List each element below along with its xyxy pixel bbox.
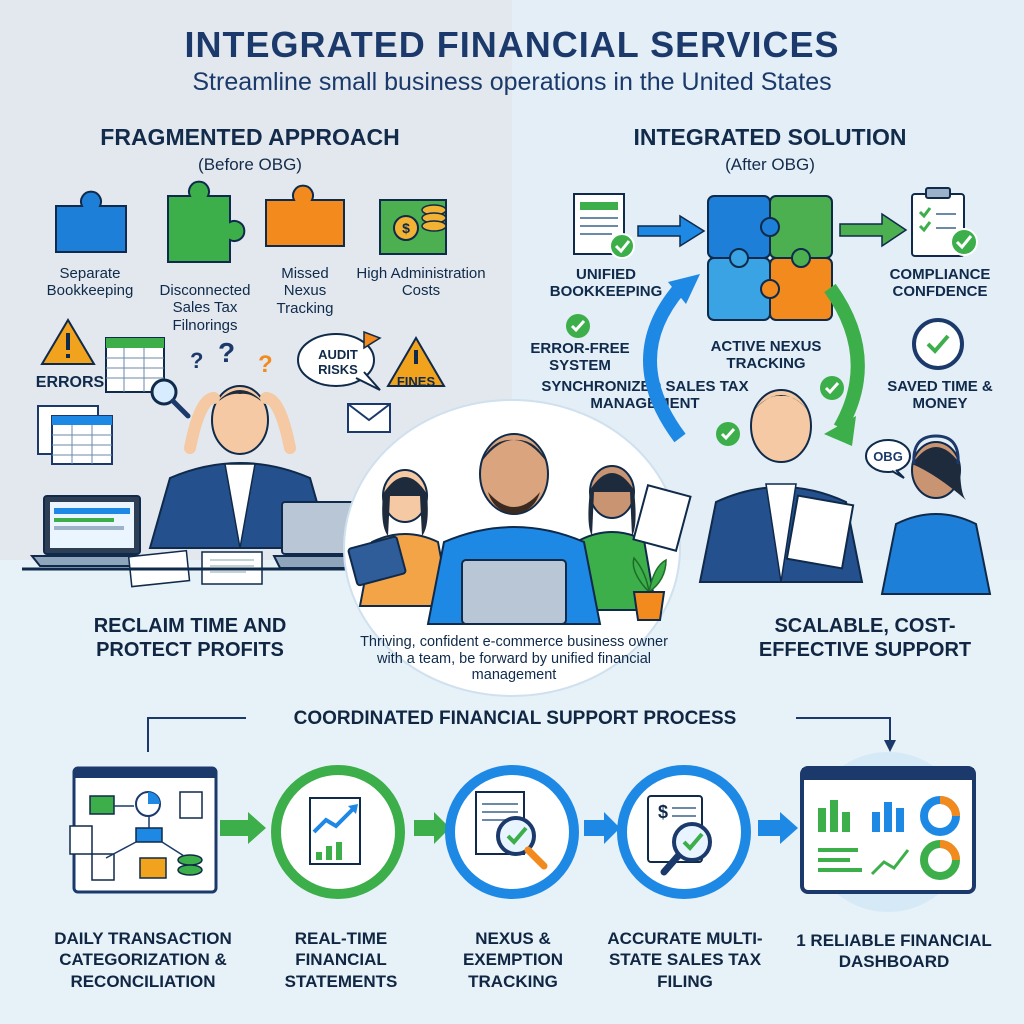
missed-nexus-label: Missed Nexus Tracking [276, 265, 334, 317]
active-nexus-label: ACTIVE NEXUS TRACKING [710, 338, 822, 373]
separate-bookkeeping-label: Separate Bookkeeping [46, 265, 134, 300]
process-connector-arrow [147, 717, 896, 752]
warning-icon [40, 318, 96, 365]
svg-text:$: $ [658, 802, 668, 822]
financial-report-icon [271, 765, 405, 899]
orange-flag-icon [363, 330, 382, 350]
saved-time-label: SAVED TIME & MONEY [887, 378, 993, 413]
disconnected-tax-label: Disconnected Sales Tax Filnorings [159, 282, 251, 334]
dashboard-icon [800, 752, 976, 912]
magnifier-icon [150, 378, 191, 419]
tax-clipboard-icon: $ [617, 765, 751, 899]
bookkeeping-doc-icon [573, 193, 635, 259]
step-1-label: DAILY TRANSACTION CATEGORIZATION & RECON… [54, 929, 232, 991]
transaction-flow-icon [69, 766, 218, 894]
blue-puzzle-piece-icon [55, 190, 127, 253]
step-3-label: NEXUS & EXEMPTION TRACKING [462, 929, 564, 991]
before-heading: FRAGMENTED APPROACH [100, 124, 400, 150]
fines-warning-icon [386, 336, 446, 387]
reclaim-time-label: RECLAIM TIME AND PROTECT PROFITS [93, 615, 287, 661]
before-subheading: (Before OBG) [198, 155, 302, 174]
laptop-left-icon [29, 495, 157, 567]
compliance-confidence-label: COMPLIANCE CONFDENCE [889, 266, 991, 301]
check-icon-1 [566, 314, 590, 338]
obg-speech-bubble [865, 439, 911, 479]
integrated-puzzle-icon [707, 195, 833, 321]
step-arrow-3 [584, 812, 620, 844]
team-lead [426, 433, 602, 625]
spreadsheets-stack-icon [37, 405, 113, 465]
after-heading: INTEGRATED SOLUTION [633, 124, 907, 150]
orange-puzzle-piece-icon [265, 184, 345, 247]
step-arrow-4 [758, 812, 798, 844]
after-subheading: (After OBG) [725, 155, 815, 174]
envelope-icon [347, 403, 391, 433]
desk-line [22, 567, 382, 571]
process-heading: COORDINATED FINANCIAL SUPPORT PROCESS [293, 708, 737, 729]
compliance-clipboard-icon [911, 187, 978, 257]
clock-check-icon [912, 318, 964, 370]
obg-label: OBG [873, 449, 903, 464]
audit-risks-bubble [297, 333, 381, 391]
plant-icon [632, 556, 667, 621]
check-icon-2 [820, 376, 844, 400]
scalable-support-label: SCALABLE, COST-EFFECTIVE SUPPORT [758, 615, 972, 661]
magnifier-check-icon [445, 765, 579, 899]
confident-business-owner [698, 389, 864, 583]
arrow-to-puzzle-icon [637, 214, 706, 248]
arrow-to-compliance-icon [839, 212, 908, 248]
step-arrow-1 [220, 812, 266, 844]
support-agent [880, 434, 992, 595]
step-5-label: 1 RELIABLE FINANCIAL DASHBOARD [796, 931, 992, 972]
errors-label: ERRORS [35, 374, 105, 391]
svg-text:$: $ [402, 220, 410, 236]
step-4-label: ACCURATE MULTI-STATE SALES TAX FILING [607, 929, 763, 991]
page-title: INTEGRATED FINANCIAL SERVICES [184, 24, 840, 65]
unified-bookkeeping-label: UNIFIED BOOKKEEPING [549, 266, 663, 301]
team-member-left [347, 469, 452, 607]
coins-puzzle-icon: $ [379, 199, 447, 255]
question-marks-icon: ? ? ? [190, 337, 273, 378]
check-icon-3 [716, 422, 740, 446]
svg-text:?: ? [218, 337, 235, 368]
center-caption: Thriving, confident e-commerce business … [360, 634, 668, 684]
sync-sales-tax-label: SYNCHRONIZED SALES TAX MANAGEMENT [541, 378, 749, 413]
error-free-label: ERROR-FREE SYSTEM [530, 340, 630, 375]
high-admin-label: High Administration Costs [356, 265, 486, 300]
step-2-label: REAL-TIME FINANCIAL STATEMENTS [284, 929, 398, 991]
svg-text:?: ? [258, 351, 273, 378]
step-arrow-2 [414, 812, 450, 844]
svg-text:?: ? [190, 348, 203, 373]
audit-risks-label: AUDIT RISKS [318, 347, 358, 377]
cycle-arrows-icon [643, 274, 865, 446]
fines-label: FINES [396, 374, 436, 389]
page-subtitle: Streamline small business operations in … [192, 68, 832, 96]
green-puzzle-piece-icon [167, 180, 246, 263]
